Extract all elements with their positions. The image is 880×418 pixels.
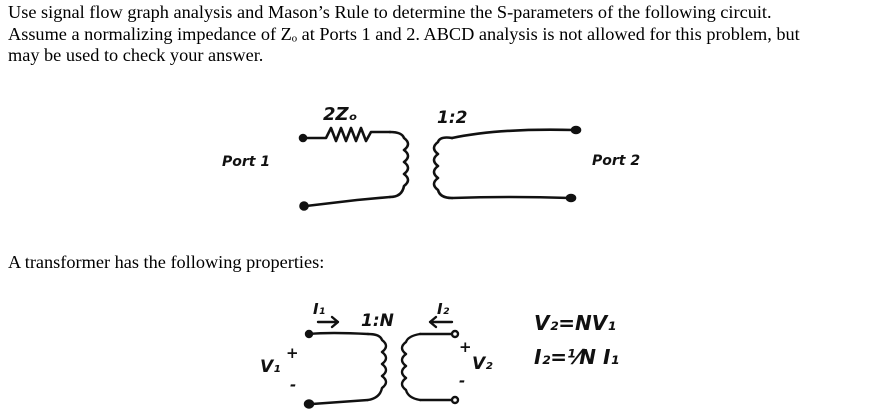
voltage-relation: V₂=NV₁ — [534, 311, 616, 335]
ideal-primary-coil — [366, 332, 388, 402]
v2-minus: - — [459, 372, 465, 390]
problem-line-1: Use signal flow graph analysis and Mason… — [8, 2, 772, 22]
port2-bottom-wire — [450, 195, 572, 200]
ideal-secondary-coil — [400, 332, 422, 402]
turns-ratio-label: 1:2 — [437, 108, 467, 128]
primary-bottom-terminal — [303, 399, 315, 409]
secondary-coil — [432, 136, 454, 200]
problem-statement: Use signal flow graph analysis and Mason… — [8, 2, 876, 67]
i2-arrow — [428, 315, 454, 329]
port2-top-terminal — [570, 125, 582, 135]
v2-label: V₂ — [472, 354, 493, 374]
problem-line-2: Assume a normalizing impedance of Zₒ at … — [8, 23, 800, 44]
problem-line-3: may be used to check your answer. — [8, 45, 264, 65]
v2-plus: + — [459, 338, 472, 356]
transformer-heading: A transformer has the following properti… — [8, 252, 325, 272]
i1-arrow — [316, 315, 340, 329]
port1-bottom-wire — [304, 195, 392, 208]
primary-bottom-wire — [310, 398, 370, 406]
v1-minus: - — [290, 376, 296, 394]
v1-label: V₁ — [260, 357, 281, 377]
port2-label: Port 2 — [592, 153, 640, 169]
port1-bottom-terminal — [299, 201, 309, 211]
secondary-bottom-terminal — [450, 395, 460, 405]
circuit-schematic — [298, 125, 582, 211]
port1-label: Port 1 — [222, 154, 270, 170]
ideal-transformer — [303, 315, 460, 409]
v1-plus: + — [286, 344, 299, 362]
primary-coil — [388, 130, 410, 199]
primary-top-wire — [307, 331, 370, 336]
port2-bottom-terminal — [565, 193, 577, 203]
i1-label: I₁ — [313, 300, 325, 318]
port2-top-wire — [450, 128, 576, 140]
resistor-label: 2Zₒ — [323, 104, 357, 125]
secondary-top-terminal — [450, 329, 460, 339]
i2-label: I₂ — [437, 300, 450, 318]
current-relation: I₂=⅟N I₁ — [534, 345, 619, 369]
transformer-ratio-label: 1:N — [361, 311, 394, 331]
resistor — [301, 126, 392, 143]
